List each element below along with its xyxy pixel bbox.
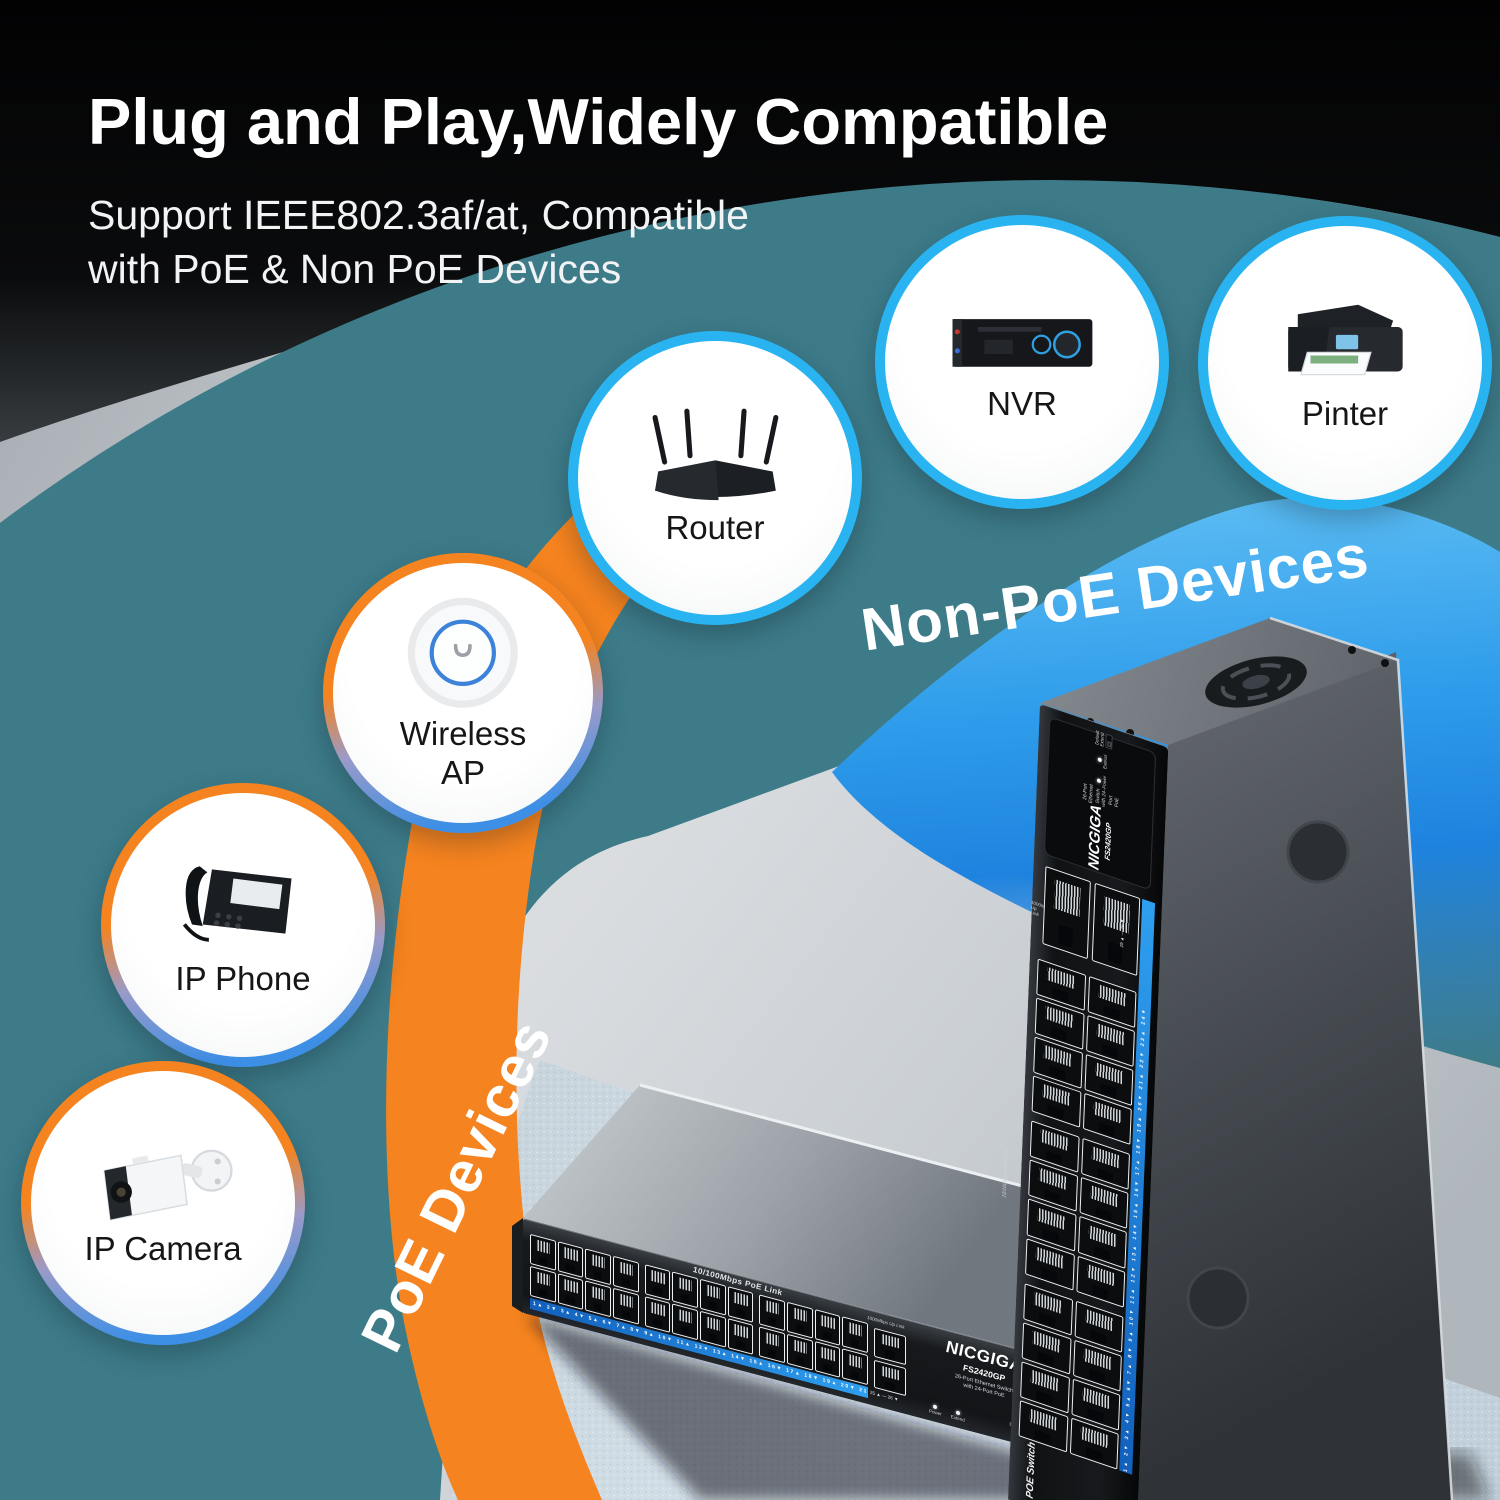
device-circle-printer: Pinter: [1198, 216, 1492, 510]
device-label: IP Camera: [84, 1230, 242, 1268]
vertical-switch-side-panel: [1125, 652, 1452, 1500]
screw-icon: [1348, 646, 1356, 654]
page-title: Plug and Play,Widely Compatible: [88, 85, 1109, 158]
subtitle-line-2: with PoE & Non PoE Devices: [88, 246, 622, 293]
router-icon: [652, 408, 778, 501]
nvr-icon: [952, 319, 1092, 367]
device-circle-nvr: NVR: [875, 215, 1169, 509]
page-subtitle: Support IEEE802.3af/at, Compatible with …: [88, 188, 749, 296]
toggle-switch: [1105, 733, 1113, 750]
uplink-label: 1000Mbps Up Link: [1030, 899, 1052, 918]
mode-toggle: Default Extend: [1094, 730, 1113, 750]
extend-led: Extend: [1097, 752, 1108, 770]
device-circle-ip-phone: IP Phone: [101, 783, 385, 1067]
model-number: FS2420GP: [1102, 821, 1114, 862]
device-label: NVR: [987, 384, 1057, 422]
switch-description-2: with 24-Port PoE: [1100, 788, 1121, 809]
subtitle-line-1: Support IEEE802.3af/at, Compatible: [88, 192, 749, 238]
ip-phone-icon: [183, 866, 292, 942]
printer-icon: [1287, 304, 1403, 375]
horizontal-switch-shadow: [525, 1315, 1053, 1500]
port-group: [1031, 958, 1137, 1146]
port-group: [1025, 1120, 1130, 1308]
device-label: IP Phone: [175, 960, 311, 998]
wireless-ap-icon: [407, 598, 519, 709]
fan-grille-icon: [1205, 656, 1307, 708]
rubber-foot: [1286, 820, 1350, 884]
rj45-port: [1042, 865, 1091, 960]
top-edge-highlight: [1269, 616, 1454, 1500]
device-circle-router: Router: [568, 331, 862, 625]
vertical-brand-panel: NICGIGA FS2420GP 26-Port Ethernet Switch…: [1043, 716, 1157, 891]
poe-switch-label: POE Switch: [1024, 1440, 1038, 1500]
device-label: Pinter: [1301, 395, 1389, 433]
brand-logo: NICGIGA: [1085, 802, 1105, 873]
rubber-foot: [1186, 1266, 1250, 1330]
horizontal-switch-endcap: [512, 1218, 523, 1313]
horizontal-switch-top: [523, 1085, 1170, 1358]
device-circle-ip-camera: IP Camera: [21, 1061, 305, 1345]
vertical-port-block: [1018, 958, 1137, 1470]
ip-camera-icon: [103, 1149, 234, 1221]
screw-icon: [1381, 659, 1389, 667]
device-label: Router: [665, 508, 765, 546]
